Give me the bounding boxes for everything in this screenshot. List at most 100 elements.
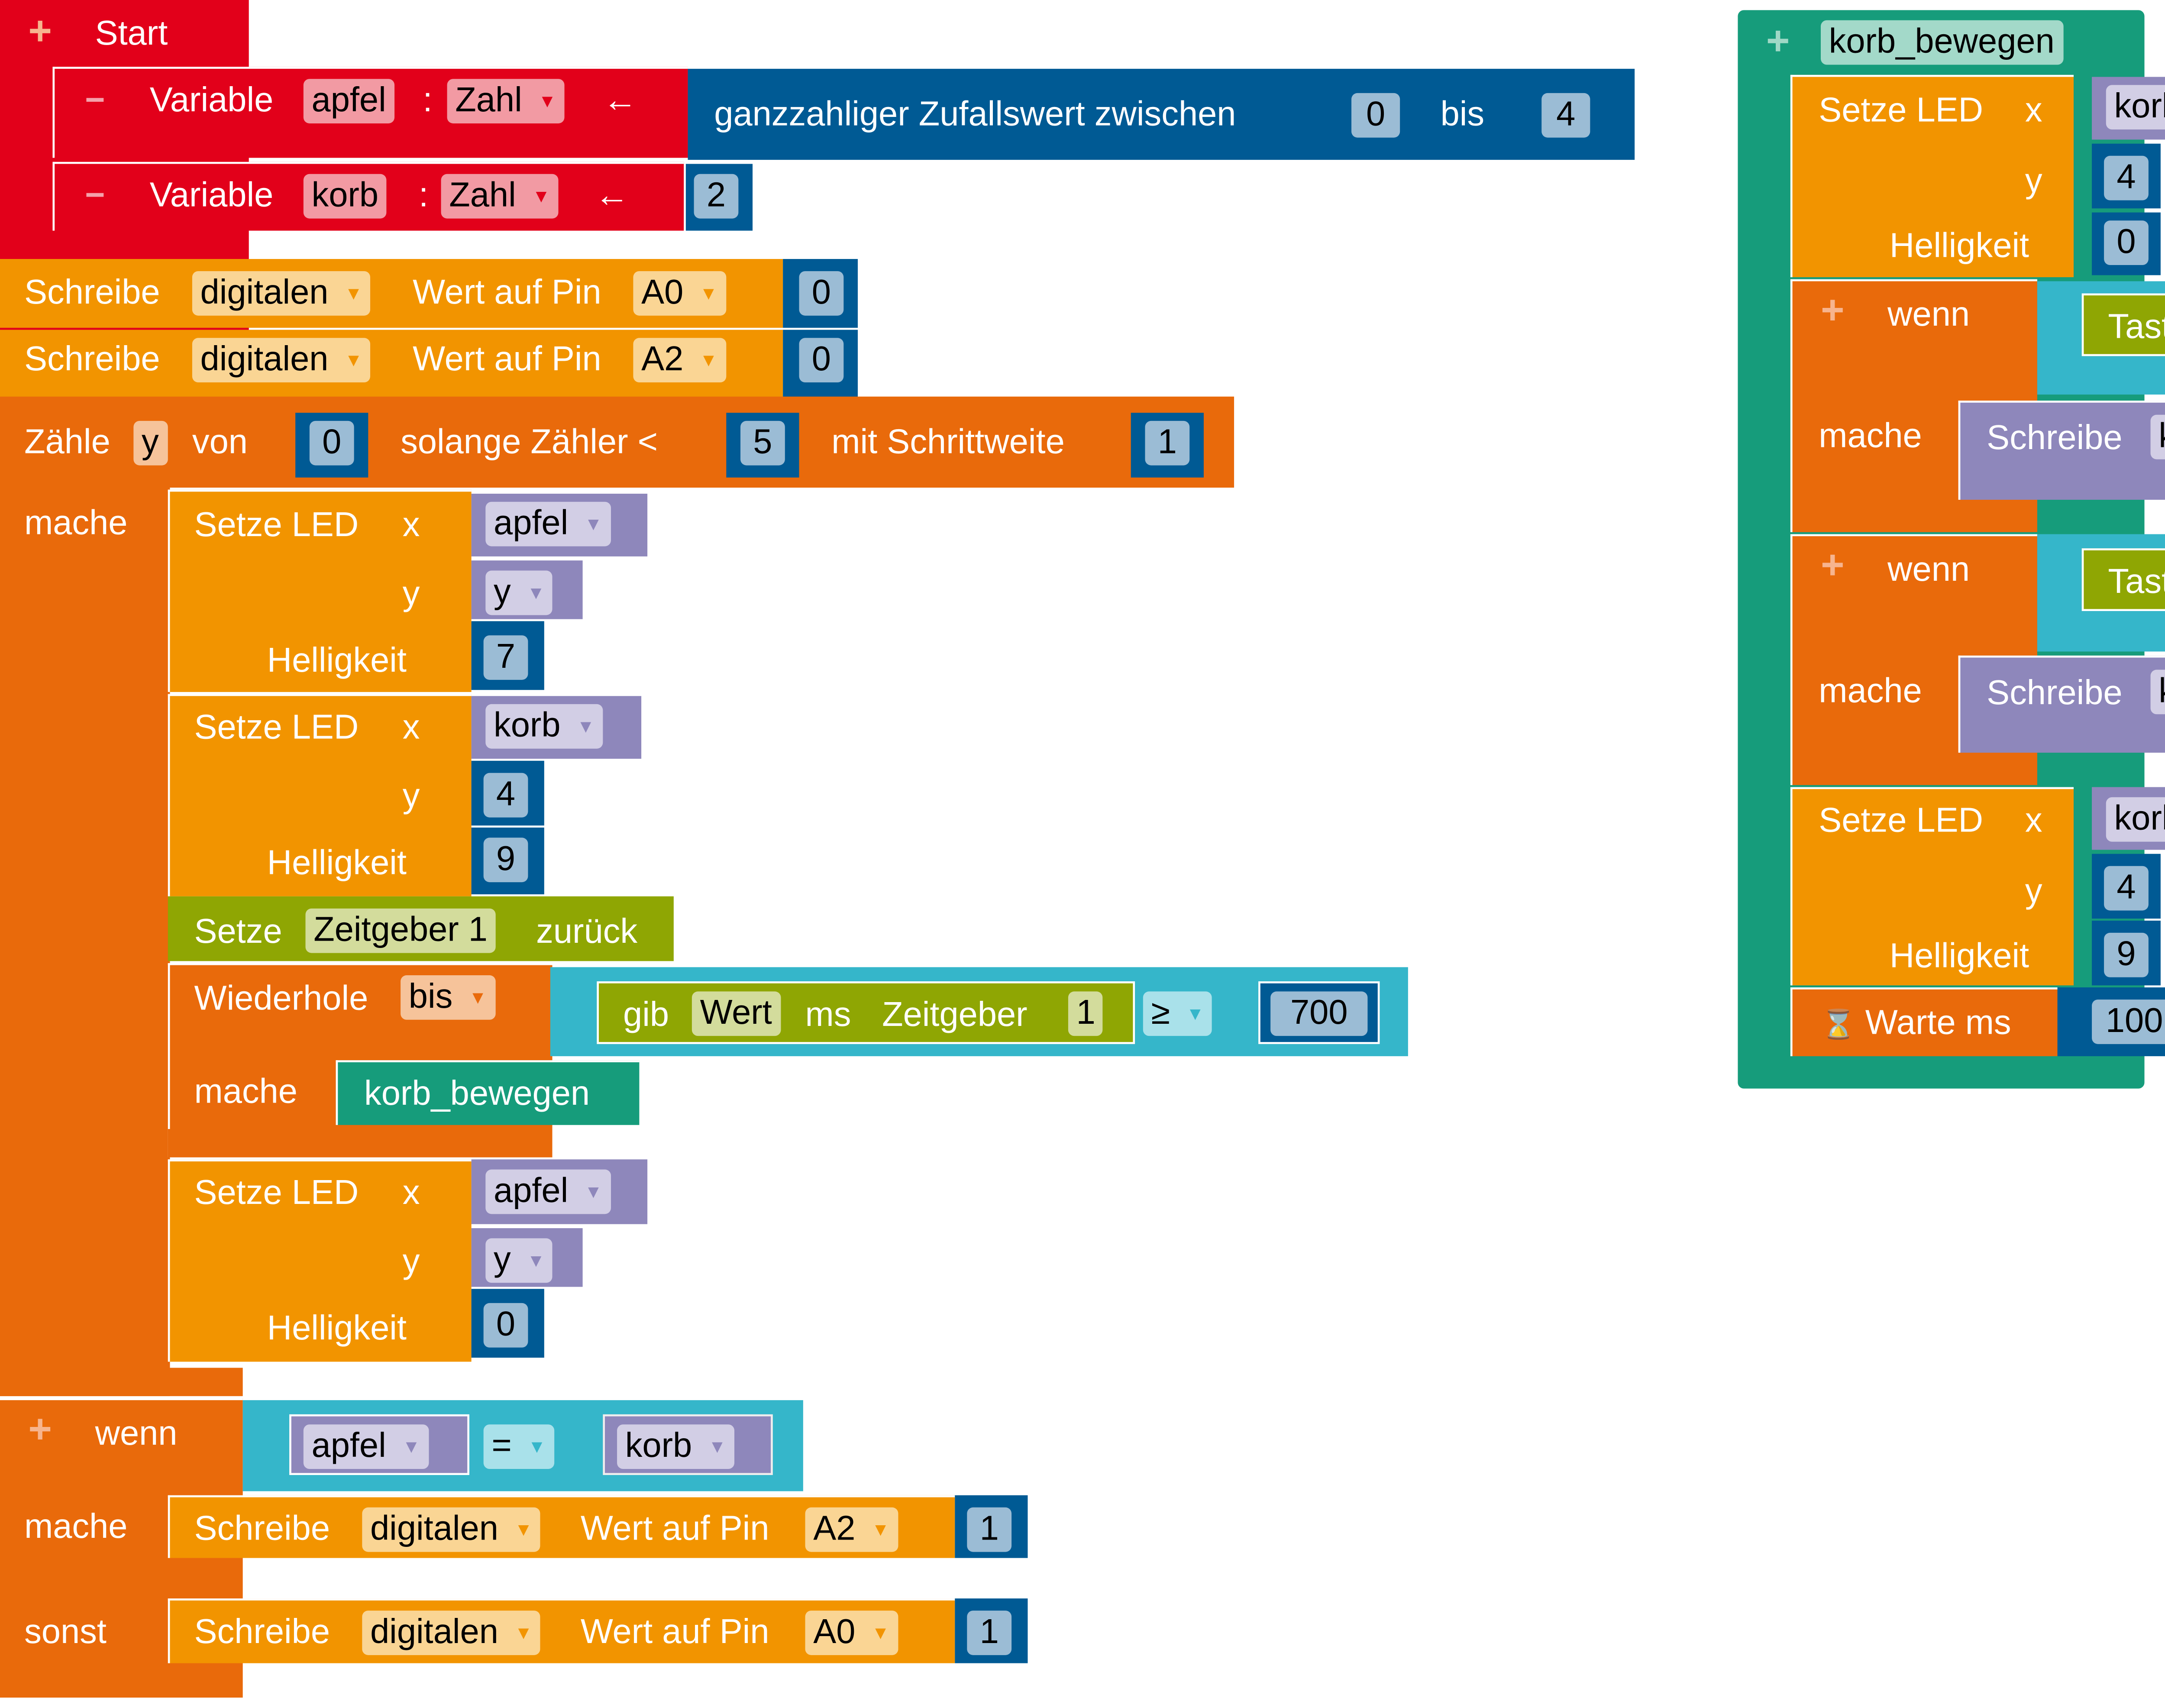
- count-loop-body: [0, 485, 170, 1396]
- dropdown-arrow-icon: ▼: [699, 283, 718, 304]
- number-field[interactable]: 7: [483, 635, 528, 680]
- number-field[interactable]: 0: [2104, 220, 2149, 265]
- timer-number-field[interactable]: 1: [1068, 991, 1104, 1036]
- mode-dropdown[interactable]: digitalen▼: [192, 271, 371, 316]
- pin-dropdown[interactable]: A2▼: [633, 338, 726, 383]
- wait-block[interactable]: [1790, 987, 2058, 1056]
- plus-icon[interactable]: +: [1820, 289, 1845, 334]
- variable-dropdown[interactable]: y▼: [485, 1238, 553, 1283]
- set-led-block[interactable]: [168, 489, 472, 692]
- number-field[interactable]: 0: [483, 1303, 528, 1348]
- random-to-field[interactable]: 4: [1541, 93, 1590, 138]
- pin-label: Wert auf Pin: [580, 1612, 769, 1651]
- type-dropdown[interactable]: Zahl▼: [441, 174, 559, 219]
- variable-name-field[interactable]: korb: [303, 174, 387, 219]
- type-dropdown[interactable]: Zahl▼: [447, 79, 565, 124]
- pin-value: A2: [813, 1509, 856, 1548]
- number-field[interactable]: 700: [1270, 991, 1368, 1036]
- counter-var-field[interactable]: y: [133, 421, 167, 466]
- variable-set-block[interactable]: [1958, 401, 2165, 500]
- number-field[interactable]: 4: [2104, 155, 2149, 201]
- variable-dropdown[interactable]: apfel ▼: [485, 1169, 611, 1214]
- variable-dropdown[interactable]: korb▼: [485, 704, 603, 749]
- repeat-label: Wiederhole: [194, 979, 368, 1018]
- variable-set-block[interactable]: [1958, 655, 2165, 753]
- repeat-mode-dropdown[interactable]: bis▼: [401, 975, 495, 1020]
- gib-label: gib: [623, 995, 669, 1034]
- dropdown-arrow-icon: ▼: [514, 1623, 533, 1643]
- variable-dropdown[interactable]: y▼: [485, 570, 553, 615]
- variable-name-field[interactable]: apfel: [303, 79, 394, 124]
- operator-dropdown[interactable]: ≥▼: [1143, 991, 1212, 1036]
- operator-dropdown[interactable]: =▼: [483, 1424, 554, 1469]
- dropdown-arrow-icon: ▼: [344, 350, 363, 371]
- number-field[interactable]: 0: [309, 421, 354, 466]
- y-label: y: [402, 1242, 420, 1281]
- x-label: x: [402, 708, 420, 747]
- pin-dropdown[interactable]: A0▼: [633, 271, 726, 316]
- set-led-block[interactable]: [1790, 74, 2074, 278]
- if-label: wenn: [1887, 295, 1970, 334]
- variable-dropdown[interactable]: apfel▼: [485, 501, 611, 547]
- number-field[interactable]: 1: [1145, 421, 1190, 466]
- set-led-block[interactable]: [168, 694, 472, 896]
- plus-icon[interactable]: +: [28, 1408, 52, 1453]
- number-field[interactable]: 0: [799, 338, 844, 383]
- button-pressed-block[interactable]: [2081, 293, 2165, 356]
- number-field[interactable]: 2: [694, 174, 739, 219]
- set-led-block[interactable]: [168, 1159, 472, 1362]
- wait-label: Warte ms: [1865, 1003, 2011, 1042]
- procedure-call-label: korb_bewegen: [364, 1074, 590, 1113]
- count-loop-block[interactable]: [0, 396, 1234, 488]
- variable-dropdown[interactable]: korb▼: [2106, 797, 2165, 842]
- variable-dropdown[interactable]: korb▼: [617, 1424, 735, 1469]
- set-variable-label: Schreibe: [1987, 673, 2123, 712]
- set-led-block[interactable]: [1790, 787, 2074, 986]
- number-field[interactable]: 9: [483, 838, 528, 883]
- procedure-name-field[interactable]: korb_bewegen: [1820, 20, 2063, 65]
- pin-dropdown[interactable]: A2▼: [805, 1507, 898, 1552]
- bis-label: bis: [1440, 95, 1485, 134]
- variable-value: y: [494, 1240, 511, 1279]
- dropdown-arrow-icon: ▼: [584, 1181, 603, 1202]
- variable-dropdown[interactable]: korb▼: [2150, 414, 2165, 459]
- number-field[interactable]: 5: [740, 421, 785, 466]
- plus-icon[interactable]: +: [28, 10, 52, 55]
- timer-value-block[interactable]: [597, 981, 1135, 1044]
- start-title: Start: [95, 14, 168, 53]
- minus-icon[interactable]: −: [85, 176, 105, 215]
- from-label: von: [192, 423, 248, 462]
- variable-dropdown[interactable]: korb▼: [2106, 85, 2165, 130]
- mode-dropdown[interactable]: digitalen▼: [362, 1611, 541, 1655]
- number-field[interactable]: 100: [2092, 1000, 2165, 1044]
- colon: :: [419, 176, 429, 215]
- minus-icon[interactable]: −: [85, 81, 105, 120]
- number-field[interactable]: 0: [799, 271, 844, 316]
- dropdown-arrow-icon: ▼: [576, 716, 595, 737]
- number-field[interactable]: 9: [2104, 932, 2149, 977]
- set-led-label: Setze LED: [194, 506, 359, 544]
- x-label: x: [402, 506, 420, 544]
- mode-dropdown[interactable]: digitalen▼: [192, 338, 371, 383]
- set-variable-label: Schreibe: [1987, 419, 2123, 457]
- random-int-block[interactable]: [688, 68, 1635, 160]
- colon: :: [423, 81, 433, 120]
- button-label: Taste: [2108, 307, 2165, 346]
- number-field[interactable]: 1: [967, 1507, 1012, 1552]
- pin-dropdown[interactable]: A0▼: [805, 1611, 898, 1655]
- variable-dropdown[interactable]: apfel▼: [303, 1424, 429, 1469]
- variable-value: apfel: [494, 1171, 569, 1210]
- number-field[interactable]: 4: [483, 773, 528, 818]
- number-field[interactable]: 1: [967, 1611, 1012, 1655]
- number-field[interactable]: 4: [2104, 866, 2149, 911]
- plus-icon[interactable]: +: [1766, 20, 1790, 65]
- timer-field[interactable]: Zeitgeber 1: [305, 908, 496, 953]
- mode-dropdown[interactable]: digitalen▼: [362, 1507, 541, 1552]
- dropdown-arrow-icon: ▼: [584, 514, 603, 534]
- variable-dropdown[interactable]: korb▼: [2150, 670, 2165, 715]
- plus-icon[interactable]: +: [1820, 544, 1845, 589]
- wert-field[interactable]: Wert: [692, 991, 780, 1036]
- button-pressed-block[interactable]: [2081, 548, 2165, 611]
- procedure-call-block[interactable]: [336, 1060, 640, 1125]
- random-from-field[interactable]: 0: [1351, 93, 1400, 138]
